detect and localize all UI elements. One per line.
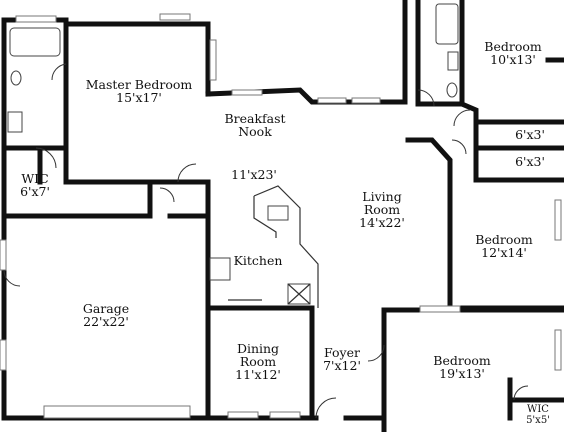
room-dimensions: 6'x7'	[20, 184, 50, 199]
window	[419, 305, 461, 313]
window	[0, 339, 7, 371]
room-name: Breakfast Nook	[224, 111, 286, 139]
room-dimensions: 22'x22'	[83, 314, 129, 329]
room-label-bedroom-4: Bedroom 19'x13'	[433, 354, 490, 380]
room-label-dining-room: Dining Room 11'x12'	[228, 342, 288, 381]
room-name: Bedroom	[433, 353, 491, 368]
sink-icon	[7, 111, 23, 133]
bathtub-icon	[435, 3, 459, 45]
window	[0, 239, 7, 271]
room-dimensions: 6'x3'	[515, 127, 545, 142]
room-label-closet-2: 6'x3'	[515, 155, 545, 168]
room-dimensions: 12'x14'	[481, 245, 527, 260]
room-name: Garage	[82, 301, 130, 316]
room-label-nook-dims: 11'x23'	[231, 168, 277, 181]
window	[227, 411, 259, 419]
bathtub-icon	[9, 27, 61, 57]
window	[317, 97, 347, 104]
door	[51, 63, 67, 81]
room-name: Master Bedroom	[85, 77, 193, 92]
room-label-breakfast-nook: Breakfast Nook	[215, 112, 295, 138]
door	[513, 385, 529, 401]
window	[269, 411, 301, 419]
room-label-kitchen: Kitchen	[234, 254, 283, 267]
fixtures	[7, 3, 459, 305]
room-label-closet-1: 6'x3'	[515, 128, 545, 141]
door	[3, 269, 21, 287]
room-dimensions: 15'x17'	[116, 90, 162, 105]
door	[451, 139, 467, 155]
room-dimensions: 7'x12'	[323, 358, 361, 373]
toilet-icon	[446, 82, 458, 98]
door	[177, 163, 197, 183]
room-name: WIC	[527, 404, 549, 415]
room-label-wic-2: WIC 5'x5'	[526, 404, 550, 426]
room-name: WIC	[21, 171, 49, 186]
room-dimensions: 11'x12'	[235, 367, 281, 382]
room-name: Living Room	[362, 189, 402, 217]
room-label-bedroom-2: Bedroom 10'x13'	[484, 40, 541, 66]
window	[351, 97, 381, 104]
room-dimensions: 6'x3'	[515, 154, 545, 169]
room-label-master-bedroom: Master Bedroom 15'x17'	[86, 78, 193, 104]
room-label-bedroom-3: Bedroom 12'x14'	[475, 233, 532, 259]
window	[209, 39, 217, 81]
sink-icon	[267, 205, 289, 221]
window	[231, 89, 263, 96]
room-dimensions: 10'x13'	[490, 52, 536, 67]
room-name: Dining Room	[236, 341, 280, 369]
stove-icon	[209, 257, 231, 281]
window	[15, 15, 57, 23]
room-dimensions: 5'x5'	[526, 415, 550, 426]
windows	[0, 13, 562, 419]
room-label-garage: Garage 22'x22'	[83, 302, 129, 328]
sink-icon	[447, 51, 459, 71]
toilet-icon	[10, 70, 22, 86]
room-label-wic-1: WIC 6'x7'	[20, 172, 50, 198]
room-label-foyer: Foyer 7'x12'	[323, 346, 361, 372]
door	[159, 187, 175, 203]
window	[554, 199, 562, 241]
room-name: Kitchen	[233, 253, 283, 268]
window	[159, 13, 191, 21]
door	[367, 344, 385, 362]
room-name: Bedroom	[475, 232, 533, 247]
room-dimensions: 19'x13'	[439, 366, 485, 381]
room-name: Bedroom	[484, 39, 542, 54]
garage-door	[43, 405, 191, 419]
room-dimensions: 11'x23'	[231, 167, 277, 182]
doors	[3, 63, 529, 419]
room-label-living-room: Living Room 14'x22'	[352, 190, 412, 229]
window	[554, 329, 562, 371]
door	[315, 397, 337, 419]
room-dimensions: 14'x22'	[359, 215, 405, 230]
room-name: Foyer	[324, 345, 360, 360]
door	[417, 89, 435, 107]
door	[35, 147, 57, 169]
door	[453, 109, 471, 127]
